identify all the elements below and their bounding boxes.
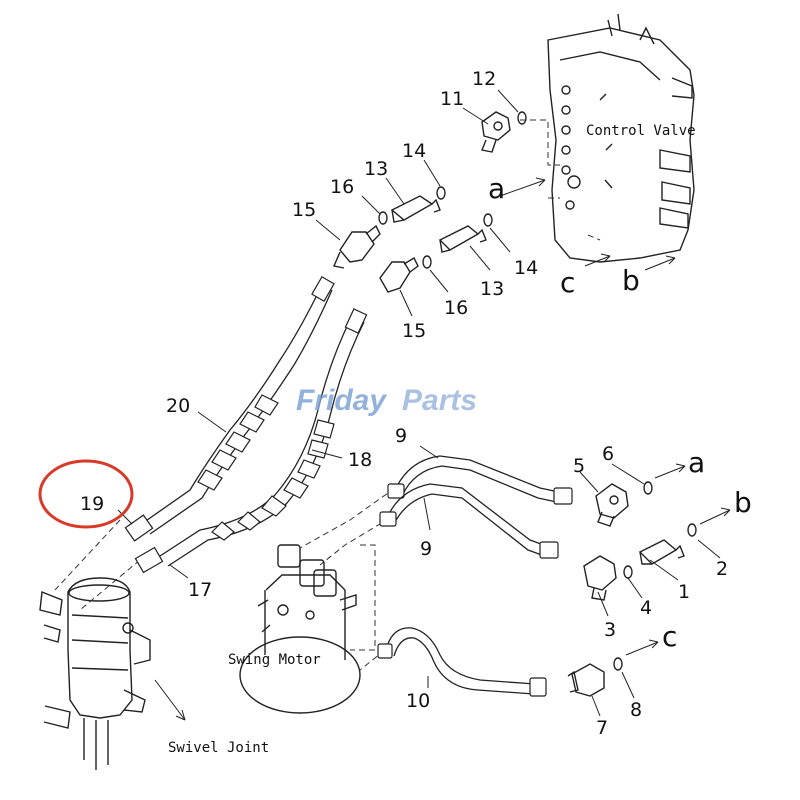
elbow-15-upper	[333, 224, 381, 269]
elbow-7	[567, 663, 605, 697]
oring-16-upper	[378, 211, 388, 225]
swivel-joint	[39, 577, 151, 770]
control-valve-label: Control Valve	[586, 123, 696, 139]
oring-8	[613, 657, 623, 671]
watermark-text-friday: Friday	[296, 384, 387, 417]
adapter-1	[638, 539, 685, 565]
callout-2: 2	[716, 558, 728, 580]
port-b-right: b	[734, 486, 752, 519]
elbow-3	[583, 555, 617, 601]
callout-12: 12	[472, 68, 496, 90]
hose-18	[134, 308, 368, 574]
callout-15-lower: 15	[402, 320, 426, 342]
oring-16-lower	[422, 255, 432, 269]
adapter-13-lower	[438, 225, 487, 253]
oring-12	[517, 111, 527, 125]
watermark-logo: Friday Parts	[296, 384, 477, 417]
callout-13-upper: 13	[364, 158, 388, 180]
port-a-right: a	[688, 446, 705, 479]
control-valve	[547, 13, 695, 263]
port-b-top: b	[622, 264, 640, 297]
tube-9-lower	[379, 483, 559, 559]
tube-9-upper	[387, 455, 573, 505]
callout-3: 3	[604, 619, 616, 641]
callout-9-upper: 9	[395, 425, 407, 447]
oring-4	[623, 565, 633, 579]
callout-6: 6	[602, 443, 614, 465]
elbow-15-lower	[379, 257, 419, 293]
callout-11: 11	[440, 88, 464, 110]
oring-6	[643, 481, 653, 495]
fitting-11	[481, 111, 511, 153]
callout-10: 10	[406, 690, 430, 712]
highlight-circle	[38, 459, 134, 529]
callout-14-lower: 14	[514, 257, 538, 279]
leader-lines	[117, 89, 721, 717]
port-a-top: a	[488, 172, 505, 205]
callout-1: 1	[678, 581, 690, 603]
oring-14-lower	[483, 213, 493, 227]
callout-7: 7	[596, 717, 608, 739]
callout-17: 17	[188, 579, 212, 601]
callout-15-upper: 15	[292, 199, 316, 221]
tube-10	[377, 627, 547, 697]
callout-20: 20	[166, 395, 190, 417]
watermark-text-parts: Parts	[402, 384, 477, 417]
port-arrows	[499, 177, 731, 656]
callout-14-upper: 14	[402, 140, 426, 162]
callout-19: 19	[80, 493, 104, 515]
swing-motor-label: Swing Motor	[228, 652, 321, 668]
callout-8: 8	[630, 699, 642, 721]
callout-13-lower: 13	[480, 278, 504, 300]
swing-motor	[239, 544, 361, 714]
callout-5: 5	[573, 455, 585, 477]
callout-4: 4	[640, 597, 652, 619]
port-c-top: c	[560, 266, 575, 299]
port-c-right: c	[662, 620, 677, 653]
callout-9-lower: 9	[420, 538, 432, 560]
callout-18: 18	[348, 449, 372, 471]
callout-16-lower: 16	[444, 297, 468, 319]
oring-2	[687, 523, 697, 537]
oring-14-upper	[436, 186, 446, 200]
adapter-13-upper	[390, 195, 441, 223]
hose-20	[124, 276, 335, 542]
swivel-joint-label: Swivel Joint	[168, 740, 269, 756]
callout-16-upper: 16	[330, 176, 354, 198]
elbow-5	[595, 483, 629, 527]
